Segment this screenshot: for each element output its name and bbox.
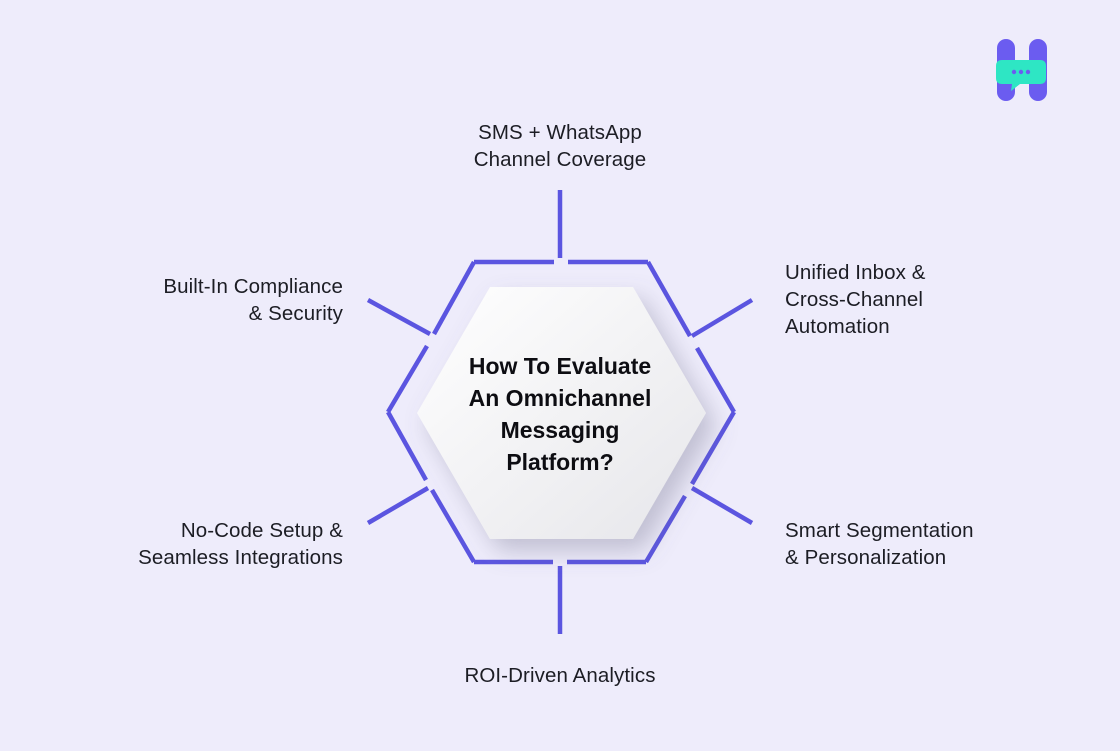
node-label-line: & Personalization	[785, 546, 947, 569]
center-title-line: An Omnichannel	[468, 385, 652, 411]
connector-top-right	[690, 298, 754, 338]
outline-edge-left-lower-2	[386, 410, 428, 482]
center-title: How To Evaluate An Omnichannel Messaging…	[440, 350, 680, 478]
node-label-top: SMS + WhatsApp Channel Coverage	[420, 119, 700, 173]
node-label-top-right: Unified Inbox & Cross-Channel Automation	[785, 259, 926, 340]
center-title-line: Messaging	[500, 417, 620, 443]
outline-edge-left-lower	[430, 488, 476, 564]
connector-bottom-left	[366, 486, 430, 525]
logo-chat-bubble	[996, 60, 1046, 91]
chat-bubble-h-logo-icon	[996, 39, 1047, 101]
outline-edge-right-lower	[690, 410, 736, 486]
logo-dot	[1018, 69, 1024, 75]
node-label-line: ROI-Driven Analytics	[464, 664, 656, 687]
outline-edge-right-upper-2	[695, 346, 736, 414]
outline-edge-left-upper	[386, 344, 429, 414]
outline-edge-right-lower-2	[644, 494, 687, 564]
center-title-line: Platform?	[506, 449, 614, 475]
node-label-line: Seamless Integrations	[138, 546, 343, 569]
node-label-line: Cross-Channel	[785, 288, 924, 311]
node-label-top-left: Built-In Compliance & Security	[163, 273, 343, 327]
logo-dot	[1011, 69, 1017, 75]
node-label-line: No-Code Setup &	[180, 519, 343, 542]
node-label-bottom-right: Smart Segmentation & Personalization	[785, 517, 974, 571]
logo-dot	[1025, 69, 1031, 75]
node-label-line: Channel Coverage	[473, 148, 647, 171]
node-label-line: Built-In Compliance	[163, 275, 343, 298]
outline-edge-right-upper	[646, 260, 692, 338]
node-label-bottom-left: No-Code Setup & Seamless Integrations	[138, 517, 343, 571]
center-title-line: How To Evaluate	[468, 353, 652, 379]
node-label-line: SMS + WhatsApp	[478, 121, 642, 144]
node-label-line: Unified Inbox &	[785, 261, 926, 284]
node-label-bottom: ROI-Driven Analytics	[410, 662, 710, 689]
node-label-line: & Security	[248, 302, 343, 325]
node-label-line: Automation	[785, 315, 890, 338]
node-label-line: Smart Segmentation	[785, 519, 974, 542]
outer-hexagon-outline	[386, 259, 736, 565]
connector-top-left	[366, 298, 432, 336]
center-hexagon	[417, 287, 706, 539]
connector-bottom-right	[690, 486, 754, 525]
outline-edge-left-upper-2	[432, 260, 476, 336]
connector-lines	[366, 190, 754, 634]
